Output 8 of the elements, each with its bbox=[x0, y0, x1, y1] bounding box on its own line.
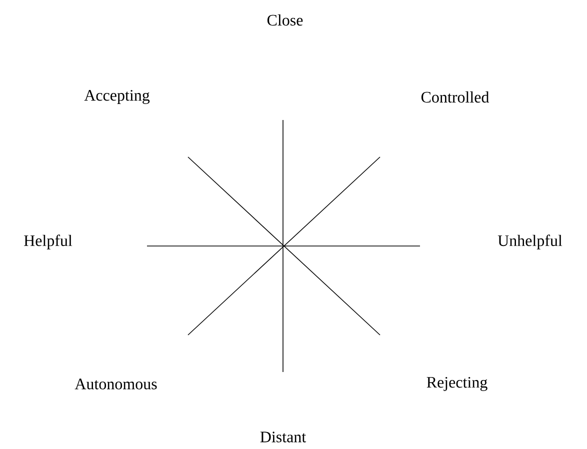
axis-label: Rejecting bbox=[426, 376, 488, 391]
axis-label: Controlled bbox=[421, 91, 490, 103]
axis-label: Helpful bbox=[24, 234, 72, 250]
axis-label: Close bbox=[267, 14, 303, 26]
axis-label: Autonomous bbox=[74, 378, 157, 390]
axis-label: Accepting bbox=[84, 90, 150, 104]
axis-label: Unhelpful bbox=[498, 234, 562, 250]
axis-label: Distant bbox=[260, 432, 306, 442]
